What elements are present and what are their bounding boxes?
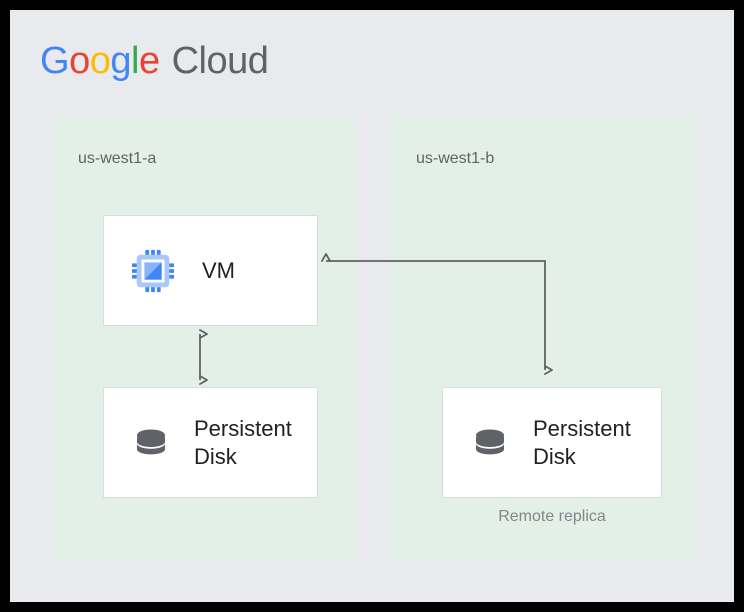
google-cloud-logo: Google Cloud — [40, 40, 269, 82]
logo-letter-e: e — [138, 40, 160, 82]
compute-engine-chip-icon — [130, 248, 176, 294]
zone-label-us-west1-a: us-west1-a — [78, 150, 157, 167]
logo-letter-o2: o — [89, 40, 111, 82]
node-label-persistent-disk-a: Persistent Disk — [194, 416, 292, 469]
logo-word-cloud: Cloud — [171, 40, 269, 82]
database-disk-icon — [469, 422, 511, 464]
node-label-persistent-disk-b: Persistent Disk — [533, 416, 631, 469]
node-persistent-disk-a[interactable]: Persistent Disk — [103, 387, 318, 498]
logo-letter-l: l — [130, 40, 139, 82]
database-disk-icon — [130, 422, 172, 464]
node-vm[interactable]: VM — [103, 215, 318, 326]
diagram-canvas: Google Cloud us-west1-a us-west1-b — [10, 10, 734, 602]
caption-remote-replica: Remote replica — [498, 508, 606, 525]
node-persistent-disk-b[interactable]: Persistent Disk — [442, 387, 662, 498]
zone-label-us-west1-b: us-west1-b — [416, 150, 495, 167]
logo-letter-o1: o — [69, 40, 90, 82]
node-label-vm: VM — [202, 257, 235, 283]
logo-letter-g2: g — [110, 40, 131, 82]
logo-letter-g: G — [40, 40, 70, 82]
